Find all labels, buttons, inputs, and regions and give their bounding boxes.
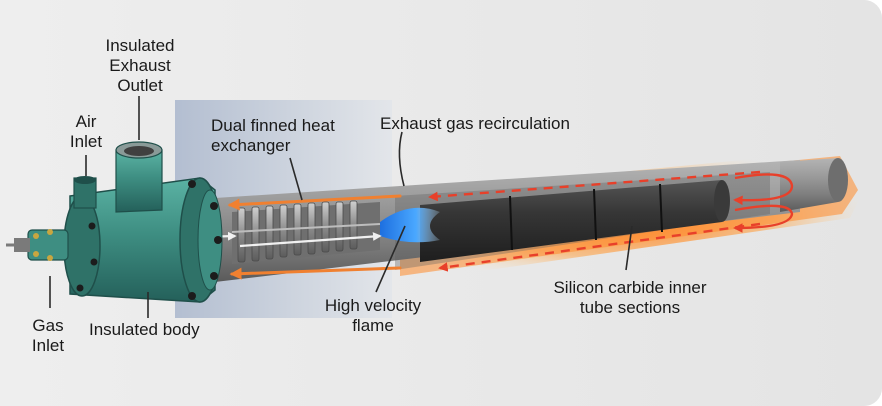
label-high-velocity-flame: High velocity flame: [324, 296, 422, 335]
exhaust-outlet-port: [115, 141, 163, 213]
air-inlet-port: [73, 176, 97, 209]
silicon-carbide-inner-tube: [420, 180, 730, 262]
tube-joint: [593, 188, 597, 241]
tube-joint: [509, 195, 513, 251]
finned-heat-exchanger: [231, 200, 381, 264]
leader-silicon-carbide: [625, 225, 633, 271]
label-silicon-carbide-inner-tube-sections: Silicon carbide inner tube sections: [553, 278, 707, 317]
leader-flame: [375, 225, 406, 293]
label-insulated-body: Insulated body: [89, 320, 200, 339]
label-exhaust-gas-recirculation: Exhaust gas recirculation: [380, 114, 570, 133]
label-dual-finned-heat-exchanger: Dual finned heat exchanger: [211, 116, 335, 155]
gas-inlet-fitting: [6, 229, 69, 261]
high-velocity-flame: [380, 207, 440, 243]
recirculation-arrows: [428, 170, 794, 272]
leader-lines: [49, 96, 633, 318]
label-air-inlet: Air Inlet: [69, 112, 103, 151]
leader-heat-exchanger: [289, 157, 303, 201]
label-insulated-exhaust-outlet: Insulated Exhaust Outlet: [105, 36, 175, 95]
leader-recirculation: [398, 131, 405, 187]
insulated-body: [63, 177, 223, 303]
tube-joint: [659, 183, 663, 233]
label-gas-inlet: Gas Inlet: [31, 316, 65, 355]
